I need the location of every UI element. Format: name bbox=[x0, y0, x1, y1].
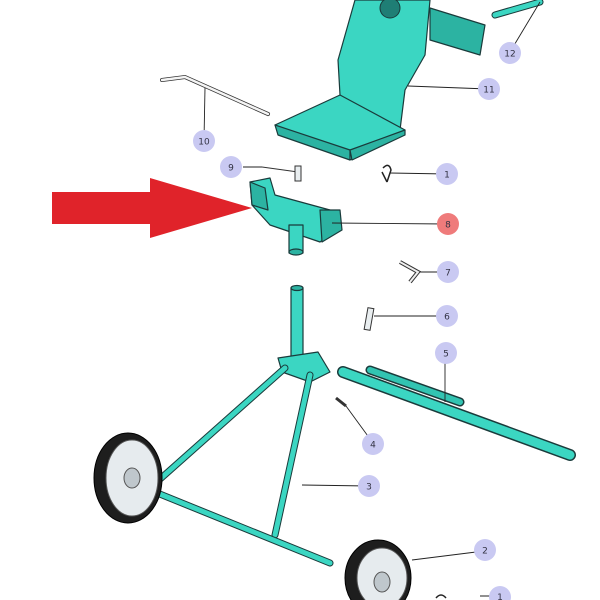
part-9-bolt bbox=[261, 165, 302, 182]
part-2-wheel-right bbox=[344, 539, 412, 600]
svg-text:7: 7 bbox=[445, 269, 451, 279]
part-12-rod bbox=[491, 0, 544, 19]
callout-9: 9 bbox=[220, 156, 242, 178]
callout-1: 1 bbox=[436, 163, 458, 185]
svg-text:9: 9 bbox=[228, 164, 234, 174]
svg-text:12: 12 bbox=[504, 50, 515, 60]
callout-8-highlighted: 8 bbox=[437, 213, 459, 235]
callout-12: 12 bbox=[499, 42, 521, 64]
callout-7: 7 bbox=[437, 261, 459, 283]
part-10-handle bbox=[160, 74, 270, 116]
wheel-left bbox=[93, 432, 163, 524]
svg-text:3: 3 bbox=[366, 483, 372, 493]
part-3-frame bbox=[136, 284, 334, 567]
leader-lines bbox=[203, 1, 541, 597]
callout-6: 6 bbox=[436, 305, 458, 327]
part-11-pan bbox=[274, 0, 486, 161]
part-4-screw bbox=[335, 396, 347, 408]
callout-10: 10 bbox=[193, 130, 215, 152]
svg-text:5: 5 bbox=[443, 350, 449, 360]
part-clip-bottom bbox=[435, 594, 447, 599]
part-6-bolt bbox=[363, 307, 375, 331]
svg-text:6: 6 bbox=[444, 313, 450, 323]
callout-bottom: 1 bbox=[489, 586, 511, 600]
svg-text:4: 4 bbox=[370, 441, 376, 451]
svg-text:11: 11 bbox=[483, 86, 494, 96]
part-1-clip-pin bbox=[381, 164, 392, 183]
svg-text:1: 1 bbox=[497, 593, 503, 600]
svg-text:8: 8 bbox=[445, 221, 451, 231]
part-7-bent-pin bbox=[399, 260, 422, 284]
callout-4: 4 bbox=[362, 433, 384, 455]
svg-text:2: 2 bbox=[482, 547, 488, 557]
callout-2: 2 bbox=[474, 539, 496, 561]
callout-11: 11 bbox=[478, 78, 500, 100]
callout-5: 5 bbox=[435, 342, 457, 364]
svg-text:1: 1 bbox=[444, 171, 450, 181]
part-8-yoke bbox=[249, 177, 343, 256]
callout-3: 3 bbox=[358, 475, 380, 497]
red-pointer-arrow bbox=[52, 178, 252, 238]
svg-text:10: 10 bbox=[198, 138, 210, 148]
